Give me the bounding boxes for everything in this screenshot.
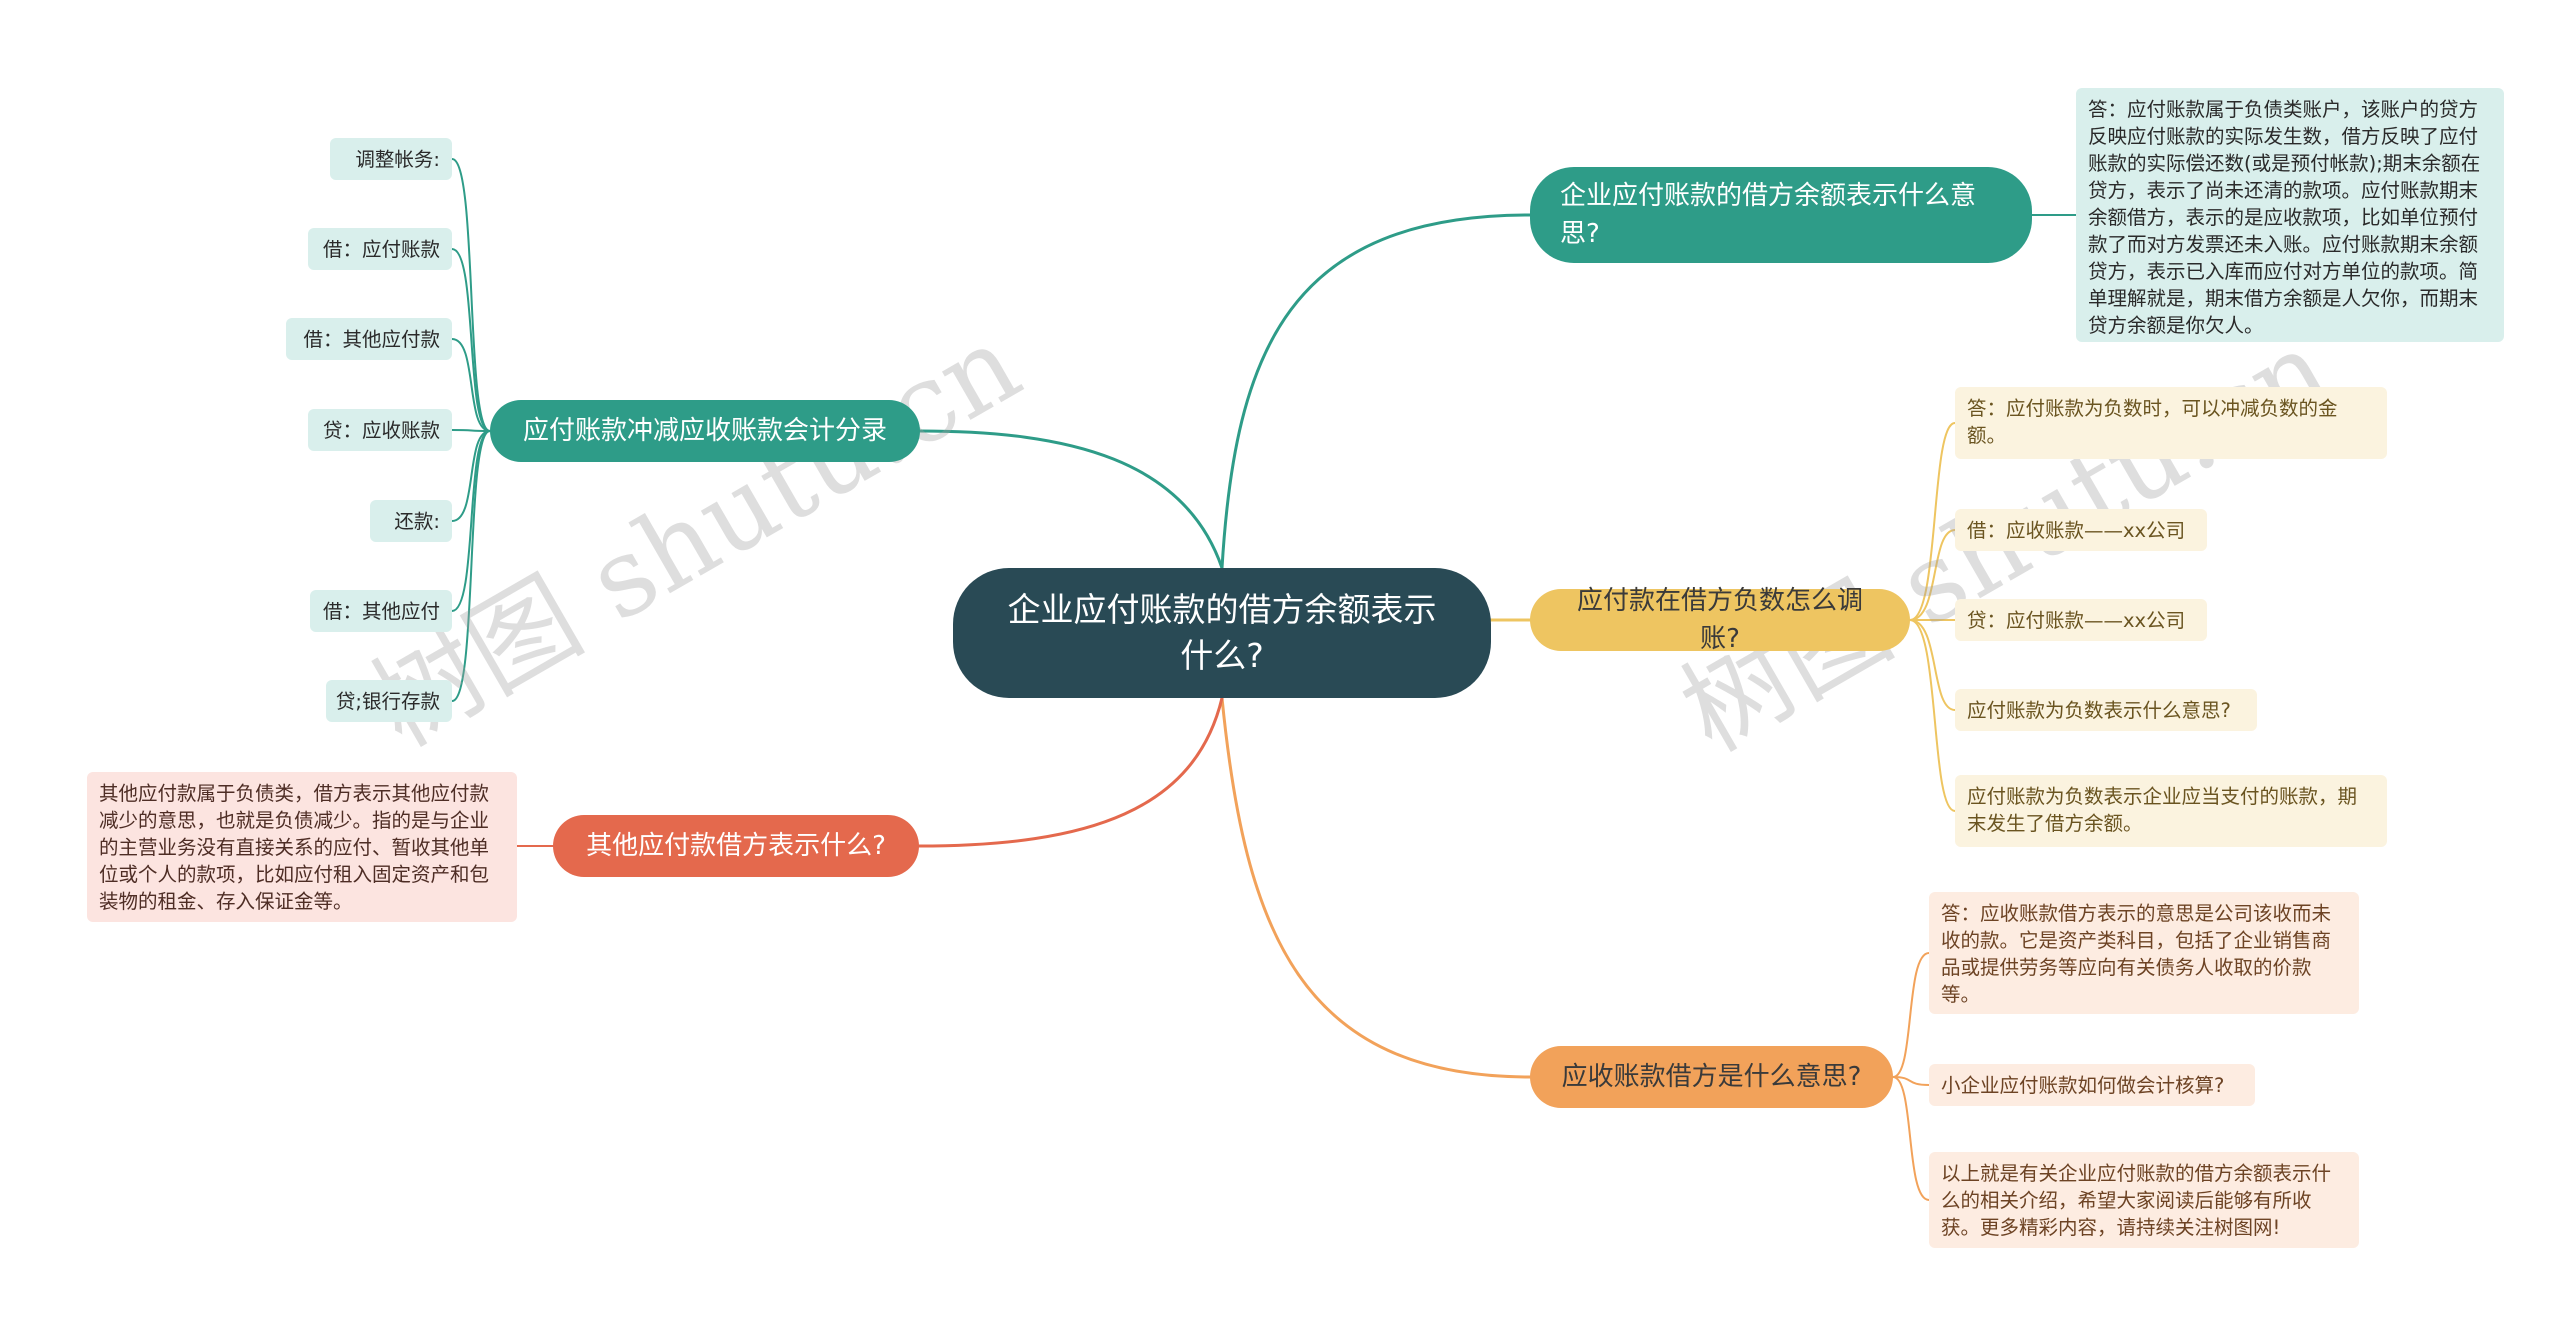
connector-q4-leaf xyxy=(451,158,491,432)
leaf-credit-bank: 贷;银行存款 xyxy=(326,680,452,722)
leaf-negative-question: 应付账款为负数表示什么意思? xyxy=(1955,689,2257,731)
connector-center-q3 xyxy=(1220,696,1532,1079)
connector-q2-leaf xyxy=(1909,422,1956,621)
leaf-negative-answer: 答：应付账款为负数时，可以冲减负数的金额。 xyxy=(1955,387,2387,459)
connector-q2-leaf xyxy=(1909,529,1956,621)
leaf-receivable-answer: 答：应收账款借方表示的意思是公司该收而未收的款。它是资产类科目，包括了企业销售商… xyxy=(1929,892,2359,1014)
connector-center-q4 xyxy=(918,429,1224,570)
leaf-adjust-accounts: 调整帐务: xyxy=(330,138,452,180)
connector-q4-leaf xyxy=(451,338,491,432)
connector-q2-leaf xyxy=(1909,619,1956,711)
connector-center-q1 xyxy=(1220,213,1532,570)
leaf-conclusion: 以上就是有关企业应付账款的借方余额表示什么的相关介绍，希望大家阅读后能够有所收获… xyxy=(1929,1152,2359,1248)
leaf-debit-receivable: 借：应收账款——xx公司 xyxy=(1955,509,2207,551)
branch-offset-entry[interactable]: 应付账款冲减应收账款会计分录 xyxy=(490,400,920,462)
leaf-other-payable-answer: 其他应付款属于负债类，借方表示其他应付款减少的意思，也就是负债减少。指的是与企业… xyxy=(87,772,517,922)
leaf-credit-receivable: 贷：应收账款 xyxy=(308,409,452,451)
branch-debit-balance-meaning[interactable]: 企业应付账款的借方余额表示什么意思? xyxy=(1530,167,2032,263)
connector-q3-leaf xyxy=(1892,1076,1930,1201)
connector-q2-leaf xyxy=(1909,619,1956,812)
branch-other-payable-debit[interactable]: 其他应付款借方表示什么? xyxy=(553,815,919,877)
branch-negative-adjust[interactable]: 应付款在借方负数怎么调账? xyxy=(1530,586,1910,654)
leaf-credit-payable: 贷：应付账款——xx公司 xyxy=(1955,599,2207,641)
leaf-repayment: 还款: xyxy=(370,500,452,542)
connector-q4-leaf xyxy=(451,430,491,612)
connector-q4-leaf xyxy=(451,429,491,432)
central-topic[interactable]: 企业应付账款的借方余额表示什么? xyxy=(953,568,1491,698)
leaf-debit-other: 借：其他应付 xyxy=(310,590,452,632)
connector-q3-leaf xyxy=(1892,952,1930,1078)
leaf-small-business-question: 小企业应付账款如何做会计核算? xyxy=(1929,1064,2255,1106)
connector-q4-leaf xyxy=(451,430,491,702)
connector-q3-leaf xyxy=(1892,1076,1930,1086)
leaf-negative-meaning: 应付账款为负数表示企业应当支付的账款，期末发生了借方余额。 xyxy=(1955,775,2387,847)
leaf-debit-payable: 借：应付账款 xyxy=(308,228,452,270)
connector-q4-leaf xyxy=(451,248,491,432)
connector-q4-leaf xyxy=(451,430,491,522)
connector-center-q5 xyxy=(917,696,1224,848)
branch-receivable-debit[interactable]: 应收账款借方是什么意思? xyxy=(1530,1046,1893,1108)
leaf-debit-other-payable: 借：其他应付款 xyxy=(286,318,452,360)
leaf-debit-balance-answer: 答：应付账款属于负债类账户，该账户的贷方反映应付账款的实际发生数，借方反映了应付… xyxy=(2076,88,2504,342)
